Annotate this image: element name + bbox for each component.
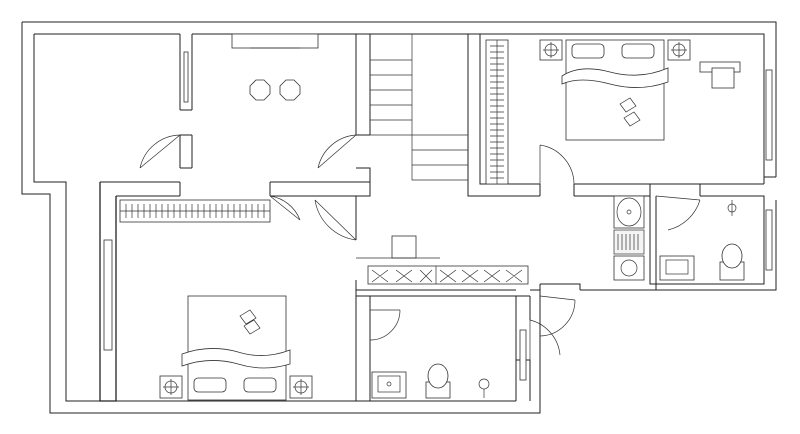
door-study-2 <box>317 134 357 169</box>
windows <box>103 51 773 381</box>
washing-machine-icon <box>613 255 645 281</box>
wall-shelf <box>231 33 319 49</box>
toilet-icon-ensuite <box>719 243 745 281</box>
door-study <box>139 134 181 169</box>
second-bedroom <box>119 199 313 401</box>
chair-master <box>711 67 735 89</box>
hall-desk <box>391 235 417 259</box>
sink-icon-ensuite-2 <box>659 255 695 281</box>
study-room <box>231 33 319 101</box>
hallway <box>356 235 529 285</box>
sink-icon-ensuite <box>613 195 645 229</box>
toilet-icon <box>425 363 451 399</box>
master-bedroom <box>485 39 741 185</box>
door-bedroom-2 <box>314 199 357 241</box>
lamp-icon-second <box>159 375 313 399</box>
shower-head <box>727 200 737 216</box>
bed-icon-second <box>181 295 291 401</box>
shower-icon <box>613 229 645 255</box>
door-master <box>539 144 575 185</box>
door-bath-lower <box>529 319 561 360</box>
sink-icon <box>371 371 407 399</box>
stairs <box>370 34 468 181</box>
floor-lamp <box>478 378 490 398</box>
door-bath-small <box>369 309 401 341</box>
door-laundry <box>539 295 576 337</box>
door-bedroom-2b <box>269 195 301 221</box>
door-ensuite <box>655 195 701 231</box>
ensuite <box>613 195 745 281</box>
lamp-icon <box>539 39 691 61</box>
stool-icon <box>249 79 301 101</box>
doors <box>139 134 701 360</box>
low-cabinet <box>367 265 529 285</box>
bed-icon <box>561 39 669 141</box>
bathroom-small <box>371 363 490 399</box>
